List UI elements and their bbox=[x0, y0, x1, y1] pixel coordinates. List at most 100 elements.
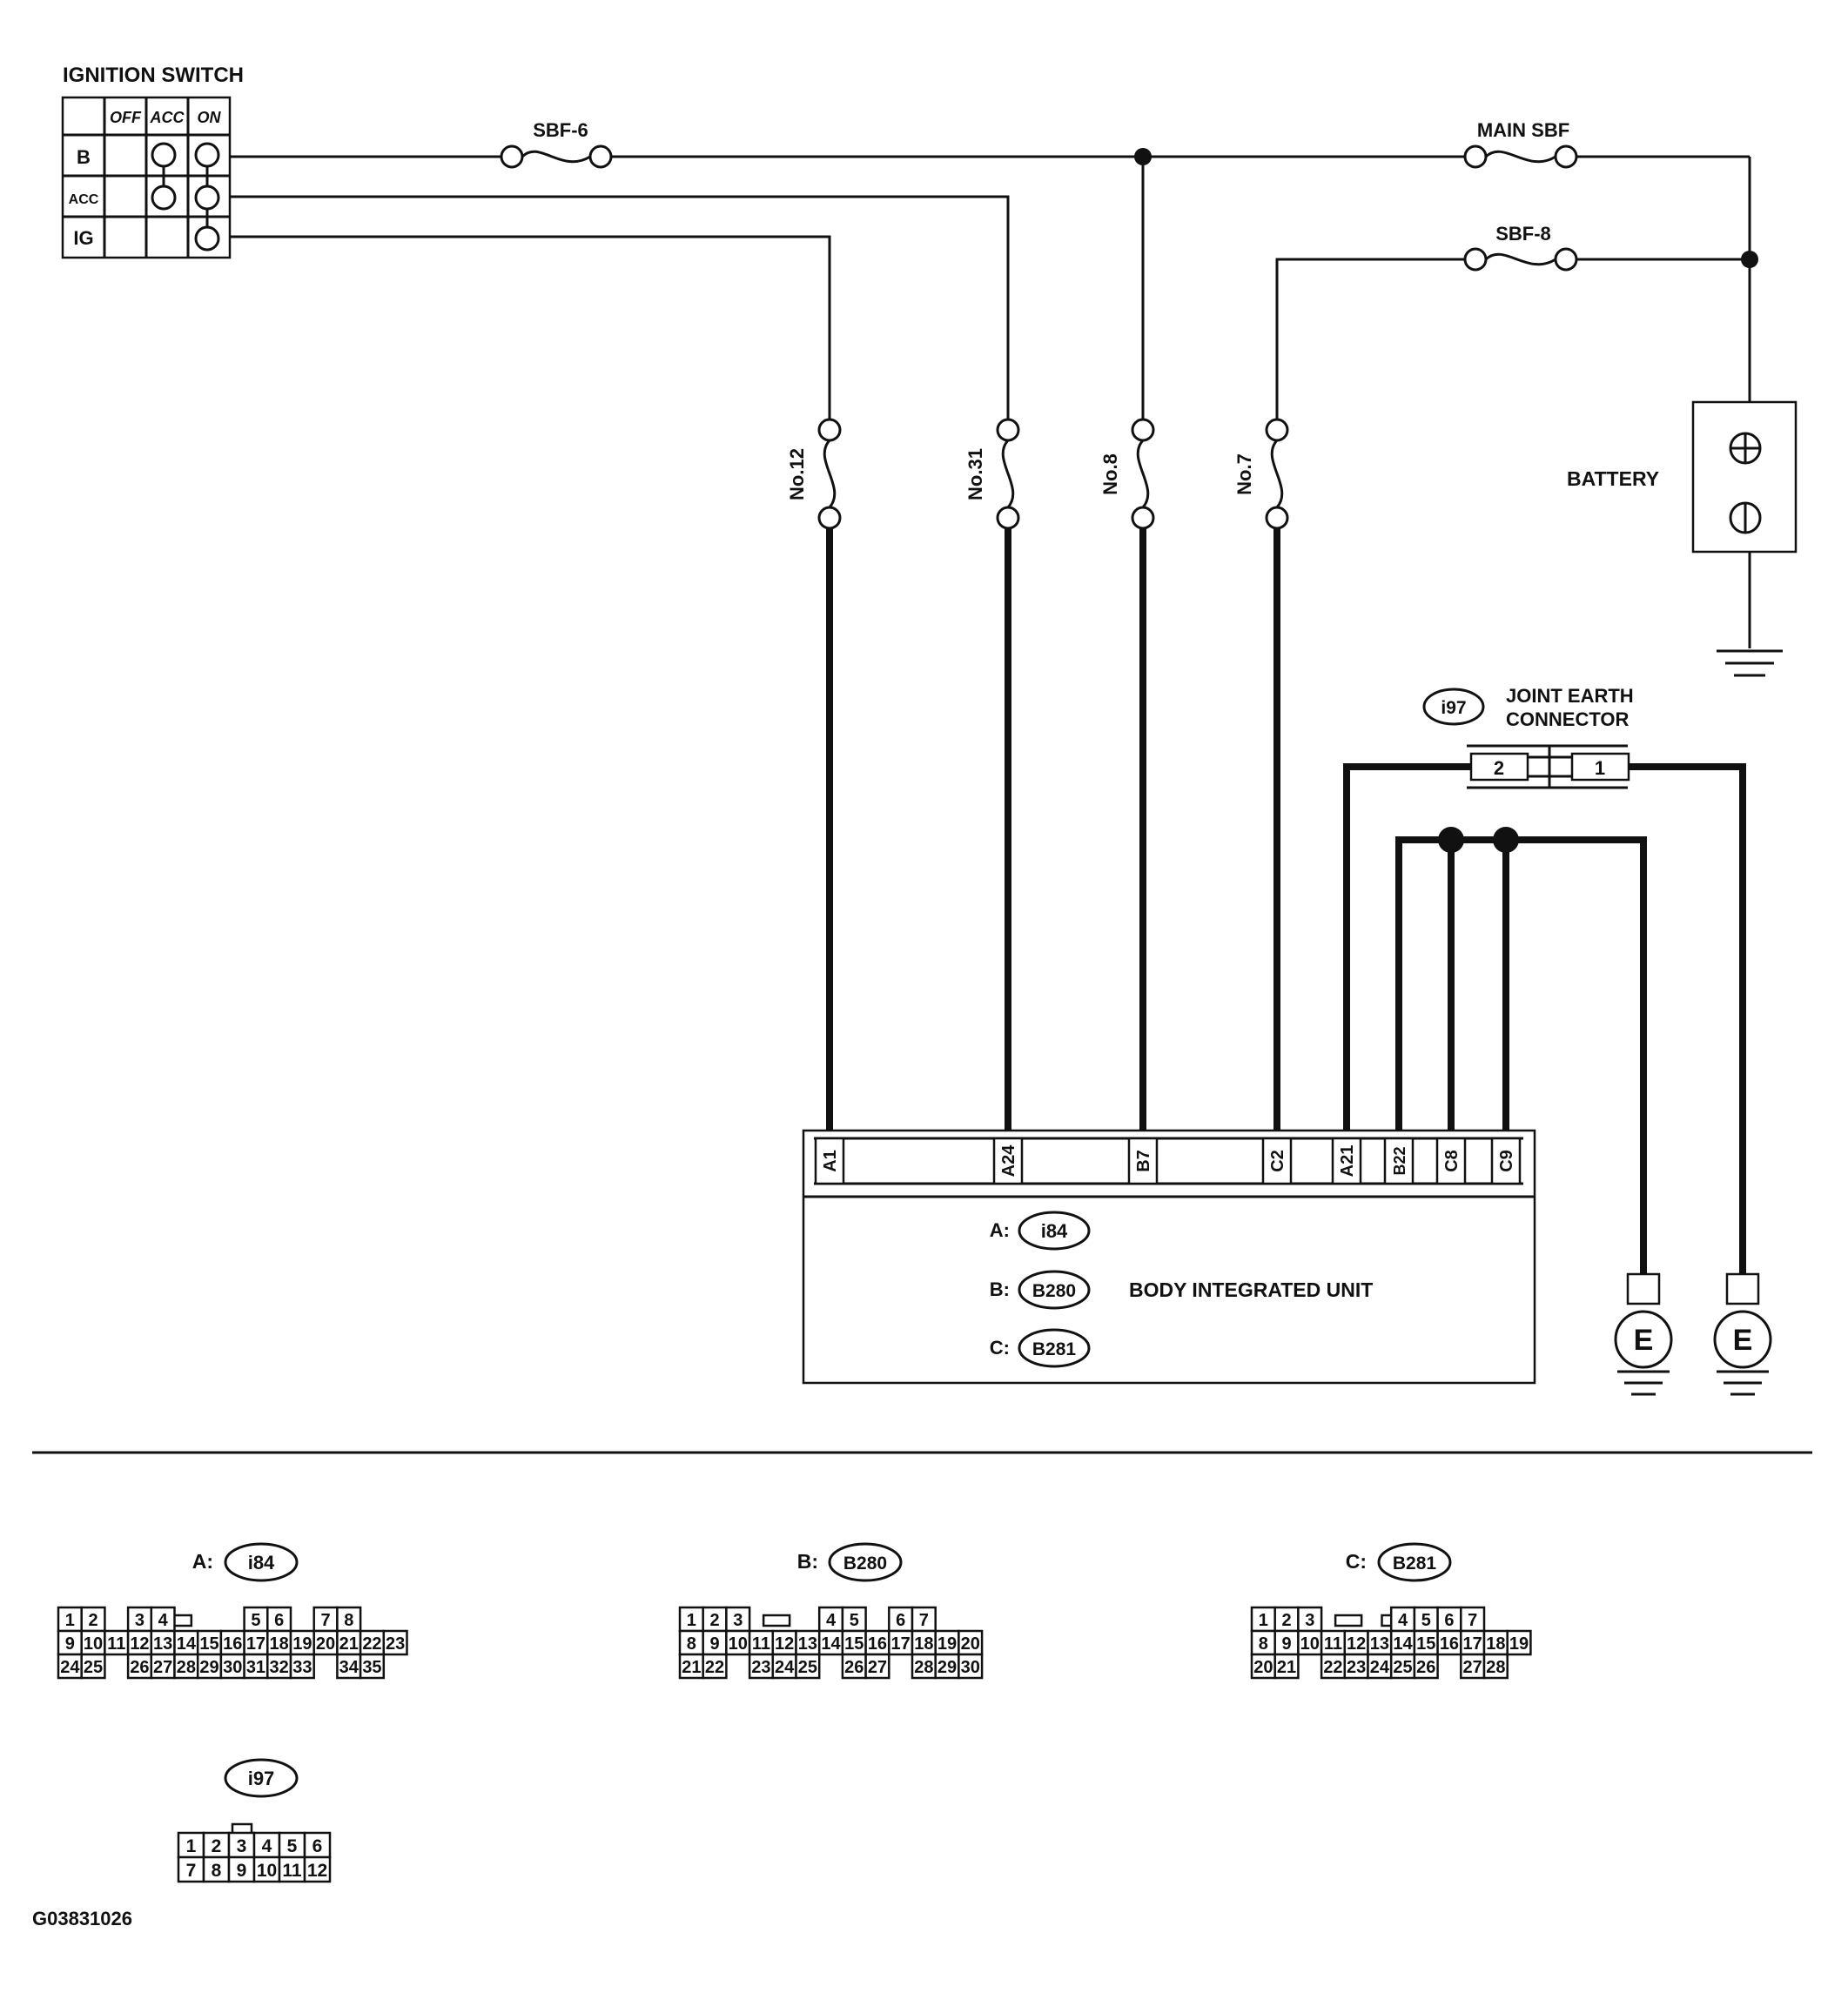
pin-label: 3 bbox=[1305, 1611, 1314, 1630]
fuse-no8-label: No.8 bbox=[1099, 453, 1121, 495]
pin-cell bbox=[57, 1629, 83, 1656]
pin-label: 17 bbox=[891, 1634, 911, 1654]
pin-cell bbox=[1482, 1653, 1509, 1680]
pin-label: 16 bbox=[1440, 1634, 1459, 1654]
contact-b-acc bbox=[151, 142, 177, 168]
fuse-no7-label: No.7 bbox=[1233, 453, 1255, 495]
pin-label: 22 bbox=[1323, 1658, 1342, 1677]
svg-text:A:: A: bbox=[990, 1219, 1010, 1241]
pin-label: 19 bbox=[292, 1634, 312, 1654]
ground-icon bbox=[1717, 649, 1783, 677]
ign-col-off: OFF bbox=[110, 109, 142, 126]
pin-label: 6 bbox=[896, 1611, 905, 1630]
pin-cell bbox=[678, 1653, 704, 1680]
pin-label: 17 bbox=[246, 1634, 265, 1654]
ign-row-acc: ACC bbox=[69, 192, 99, 207]
earth-label: E bbox=[1634, 1324, 1654, 1357]
ign-col-acc: ACC bbox=[150, 109, 185, 126]
pin-label: 21 bbox=[1277, 1658, 1296, 1677]
pin-label: 7 bbox=[320, 1611, 330, 1630]
pin-cell bbox=[150, 1629, 176, 1656]
ignition-switch-title: IGNITION SWITCH bbox=[63, 64, 244, 87]
pin-label: 6 bbox=[1444, 1611, 1454, 1630]
pin-label: 22 bbox=[705, 1658, 724, 1677]
ign-row-ig: IG bbox=[73, 227, 93, 249]
joint-earth-label-1: JOINT EARTH bbox=[1506, 685, 1634, 707]
pin-label: 7 bbox=[1468, 1611, 1477, 1630]
svg-text:C9: C9 bbox=[1497, 1150, 1516, 1172]
pin-label: 5 bbox=[1421, 1611, 1431, 1630]
pin-cell bbox=[1367, 1653, 1393, 1680]
pin-label: 8 bbox=[344, 1611, 353, 1630]
junction-dot bbox=[1134, 148, 1152, 165]
pin-label: 6 bbox=[274, 1611, 284, 1630]
pin-cell bbox=[1250, 1653, 1276, 1680]
fuse-sbf8-label: SBF-8 bbox=[1495, 223, 1551, 245]
pin-label: 4 bbox=[262, 1836, 272, 1856]
svg-text:B:: B: bbox=[797, 1550, 818, 1573]
pin-label: 28 bbox=[1486, 1658, 1505, 1677]
joint-earth-pin-1: 1 bbox=[1595, 757, 1605, 779]
contact-b-on bbox=[194, 142, 220, 168]
pin-cell bbox=[359, 1653, 386, 1680]
svg-text:C8: C8 bbox=[1442, 1150, 1462, 1172]
pin-label: 2 bbox=[1281, 1611, 1291, 1630]
pin-label: 5 bbox=[287, 1836, 298, 1856]
connector-key bbox=[762, 1614, 791, 1627]
pin-cell bbox=[219, 1653, 245, 1680]
unit-pin-c2: C2 bbox=[1261, 1137, 1293, 1185]
pin-label: 13 bbox=[1370, 1634, 1389, 1654]
connector-key bbox=[1334, 1614, 1363, 1627]
pin-cell bbox=[266, 1653, 292, 1680]
pin-label: 25 bbox=[1393, 1658, 1412, 1677]
fuse-sbf8: SBF-8 bbox=[1463, 223, 1578, 272]
svg-text:B7: B7 bbox=[1134, 1150, 1153, 1172]
unit-pin-b7: B7 bbox=[1127, 1137, 1159, 1185]
pin-cell bbox=[312, 1629, 339, 1656]
pin-label: 13 bbox=[798, 1634, 817, 1654]
pin-label: 27 bbox=[868, 1658, 887, 1677]
unit-title: BODY INTEGRATED UNIT bbox=[1129, 1278, 1373, 1301]
battery-label: BATTERY bbox=[1567, 467, 1659, 490]
figure-id: G03831026 bbox=[32, 1908, 132, 1929]
junction-dot bbox=[1493, 827, 1519, 853]
pin-label: 2 bbox=[212, 1836, 222, 1856]
joint-earth-pin-2: 2 bbox=[1494, 757, 1504, 779]
pin-label: 10 bbox=[729, 1634, 748, 1654]
pin-label: 27 bbox=[153, 1658, 172, 1677]
pin-label: 15 bbox=[844, 1634, 864, 1654]
pin-label: 30 bbox=[223, 1658, 242, 1677]
pin-label: 9 bbox=[709, 1634, 719, 1654]
pin-label: 6 bbox=[312, 1836, 323, 1856]
pin-label: 26 bbox=[130, 1658, 149, 1677]
pin-label: 8 bbox=[212, 1861, 222, 1881]
pin-label: 5 bbox=[850, 1611, 859, 1630]
pin-label: 20 bbox=[961, 1634, 980, 1654]
pin-cell bbox=[303, 1855, 332, 1883]
pin-cell bbox=[958, 1629, 984, 1656]
pin-label: 1 bbox=[186, 1836, 197, 1856]
pin-label: 27 bbox=[1463, 1658, 1482, 1677]
pin-cell bbox=[958, 1653, 984, 1680]
contact-ig-on bbox=[194, 225, 220, 252]
pin-cell bbox=[748, 1653, 775, 1680]
pin-cell bbox=[1273, 1653, 1300, 1680]
pin-label: 4 bbox=[826, 1611, 837, 1630]
unit-pin-a24: A24 bbox=[992, 1137, 1024, 1185]
pin-cell bbox=[864, 1653, 890, 1680]
pin-label: 35 bbox=[362, 1658, 381, 1677]
pin-cell bbox=[841, 1606, 867, 1633]
svg-text:C:: C: bbox=[990, 1337, 1010, 1359]
pin-label: 12 bbox=[775, 1634, 794, 1654]
svg-text:B:: B: bbox=[990, 1278, 1010, 1300]
joint-earth-code: i97 bbox=[1441, 698, 1466, 718]
junction-dot bbox=[1438, 827, 1464, 853]
unit-pin-c8: C8 bbox=[1435, 1137, 1467, 1185]
pin-label: 3 bbox=[237, 1836, 247, 1856]
pin-label: 11 bbox=[107, 1634, 125, 1654]
battery: BATTERY bbox=[1567, 400, 1798, 677]
pin-cell bbox=[817, 1629, 844, 1656]
fuse-sbf6-label: SBF-6 bbox=[533, 119, 588, 141]
